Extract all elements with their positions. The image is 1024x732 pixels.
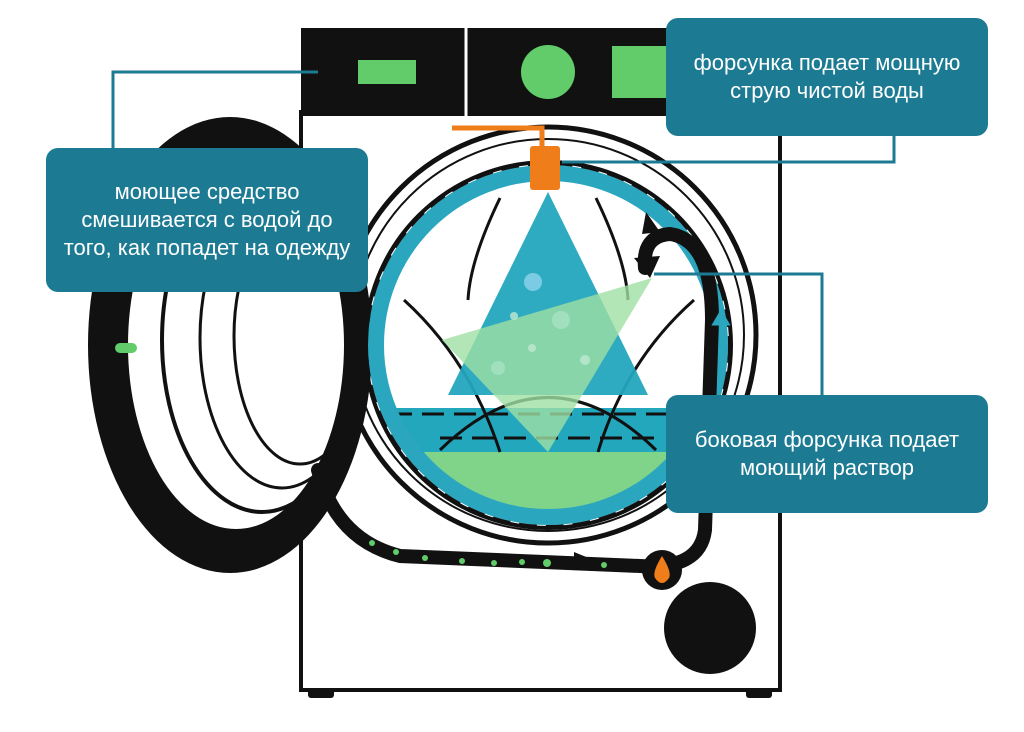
display-panel [612,46,672,98]
pipe-outlet-arrow-icon [634,256,660,278]
leader-lines [111,70,896,395]
callout-detergent-mix: моющее средство смешивается с водой до т… [46,148,368,292]
upward-flow-arrow-icon [711,309,731,338]
door-handle-indicator [115,343,137,353]
program-dial-icon [521,45,575,99]
nozzle-icon [452,125,560,190]
callout-side-nozzle: боковая форсунка подает моющий раствор [666,395,988,513]
flow-arrow-icon [574,552,596,570]
rotation-arrow-icon [642,212,660,234]
pump-icon [642,550,756,674]
drop-icon [654,556,670,583]
recirculation-pipe [311,226,720,574]
side-nozzle-spray [442,278,652,452]
detergent-drawer-indicator [358,60,416,84]
callout-top-nozzle: форсунка подает мощную струю чистой воды [666,18,988,136]
detergent-particles [369,540,607,568]
